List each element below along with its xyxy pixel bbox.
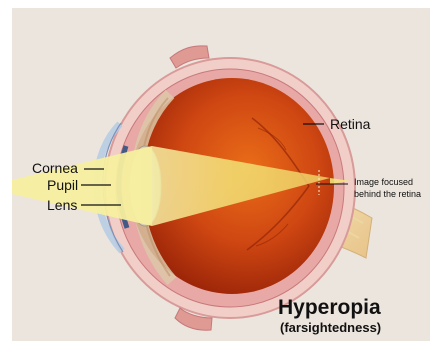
cornea-label: Cornea [32, 160, 78, 176]
title-sub: (farsightedness) [280, 320, 381, 335]
title-main: Hyperopia [278, 296, 381, 320]
pupil-label: Pupil [47, 177, 78, 193]
focus-label-line-1: Image focused [354, 177, 413, 188]
lens-label: Lens [47, 197, 77, 213]
retina-label: Retina [330, 116, 370, 132]
focus-label-line-2: behind the retina [354, 189, 421, 200]
light-beam [12, 146, 152, 226]
